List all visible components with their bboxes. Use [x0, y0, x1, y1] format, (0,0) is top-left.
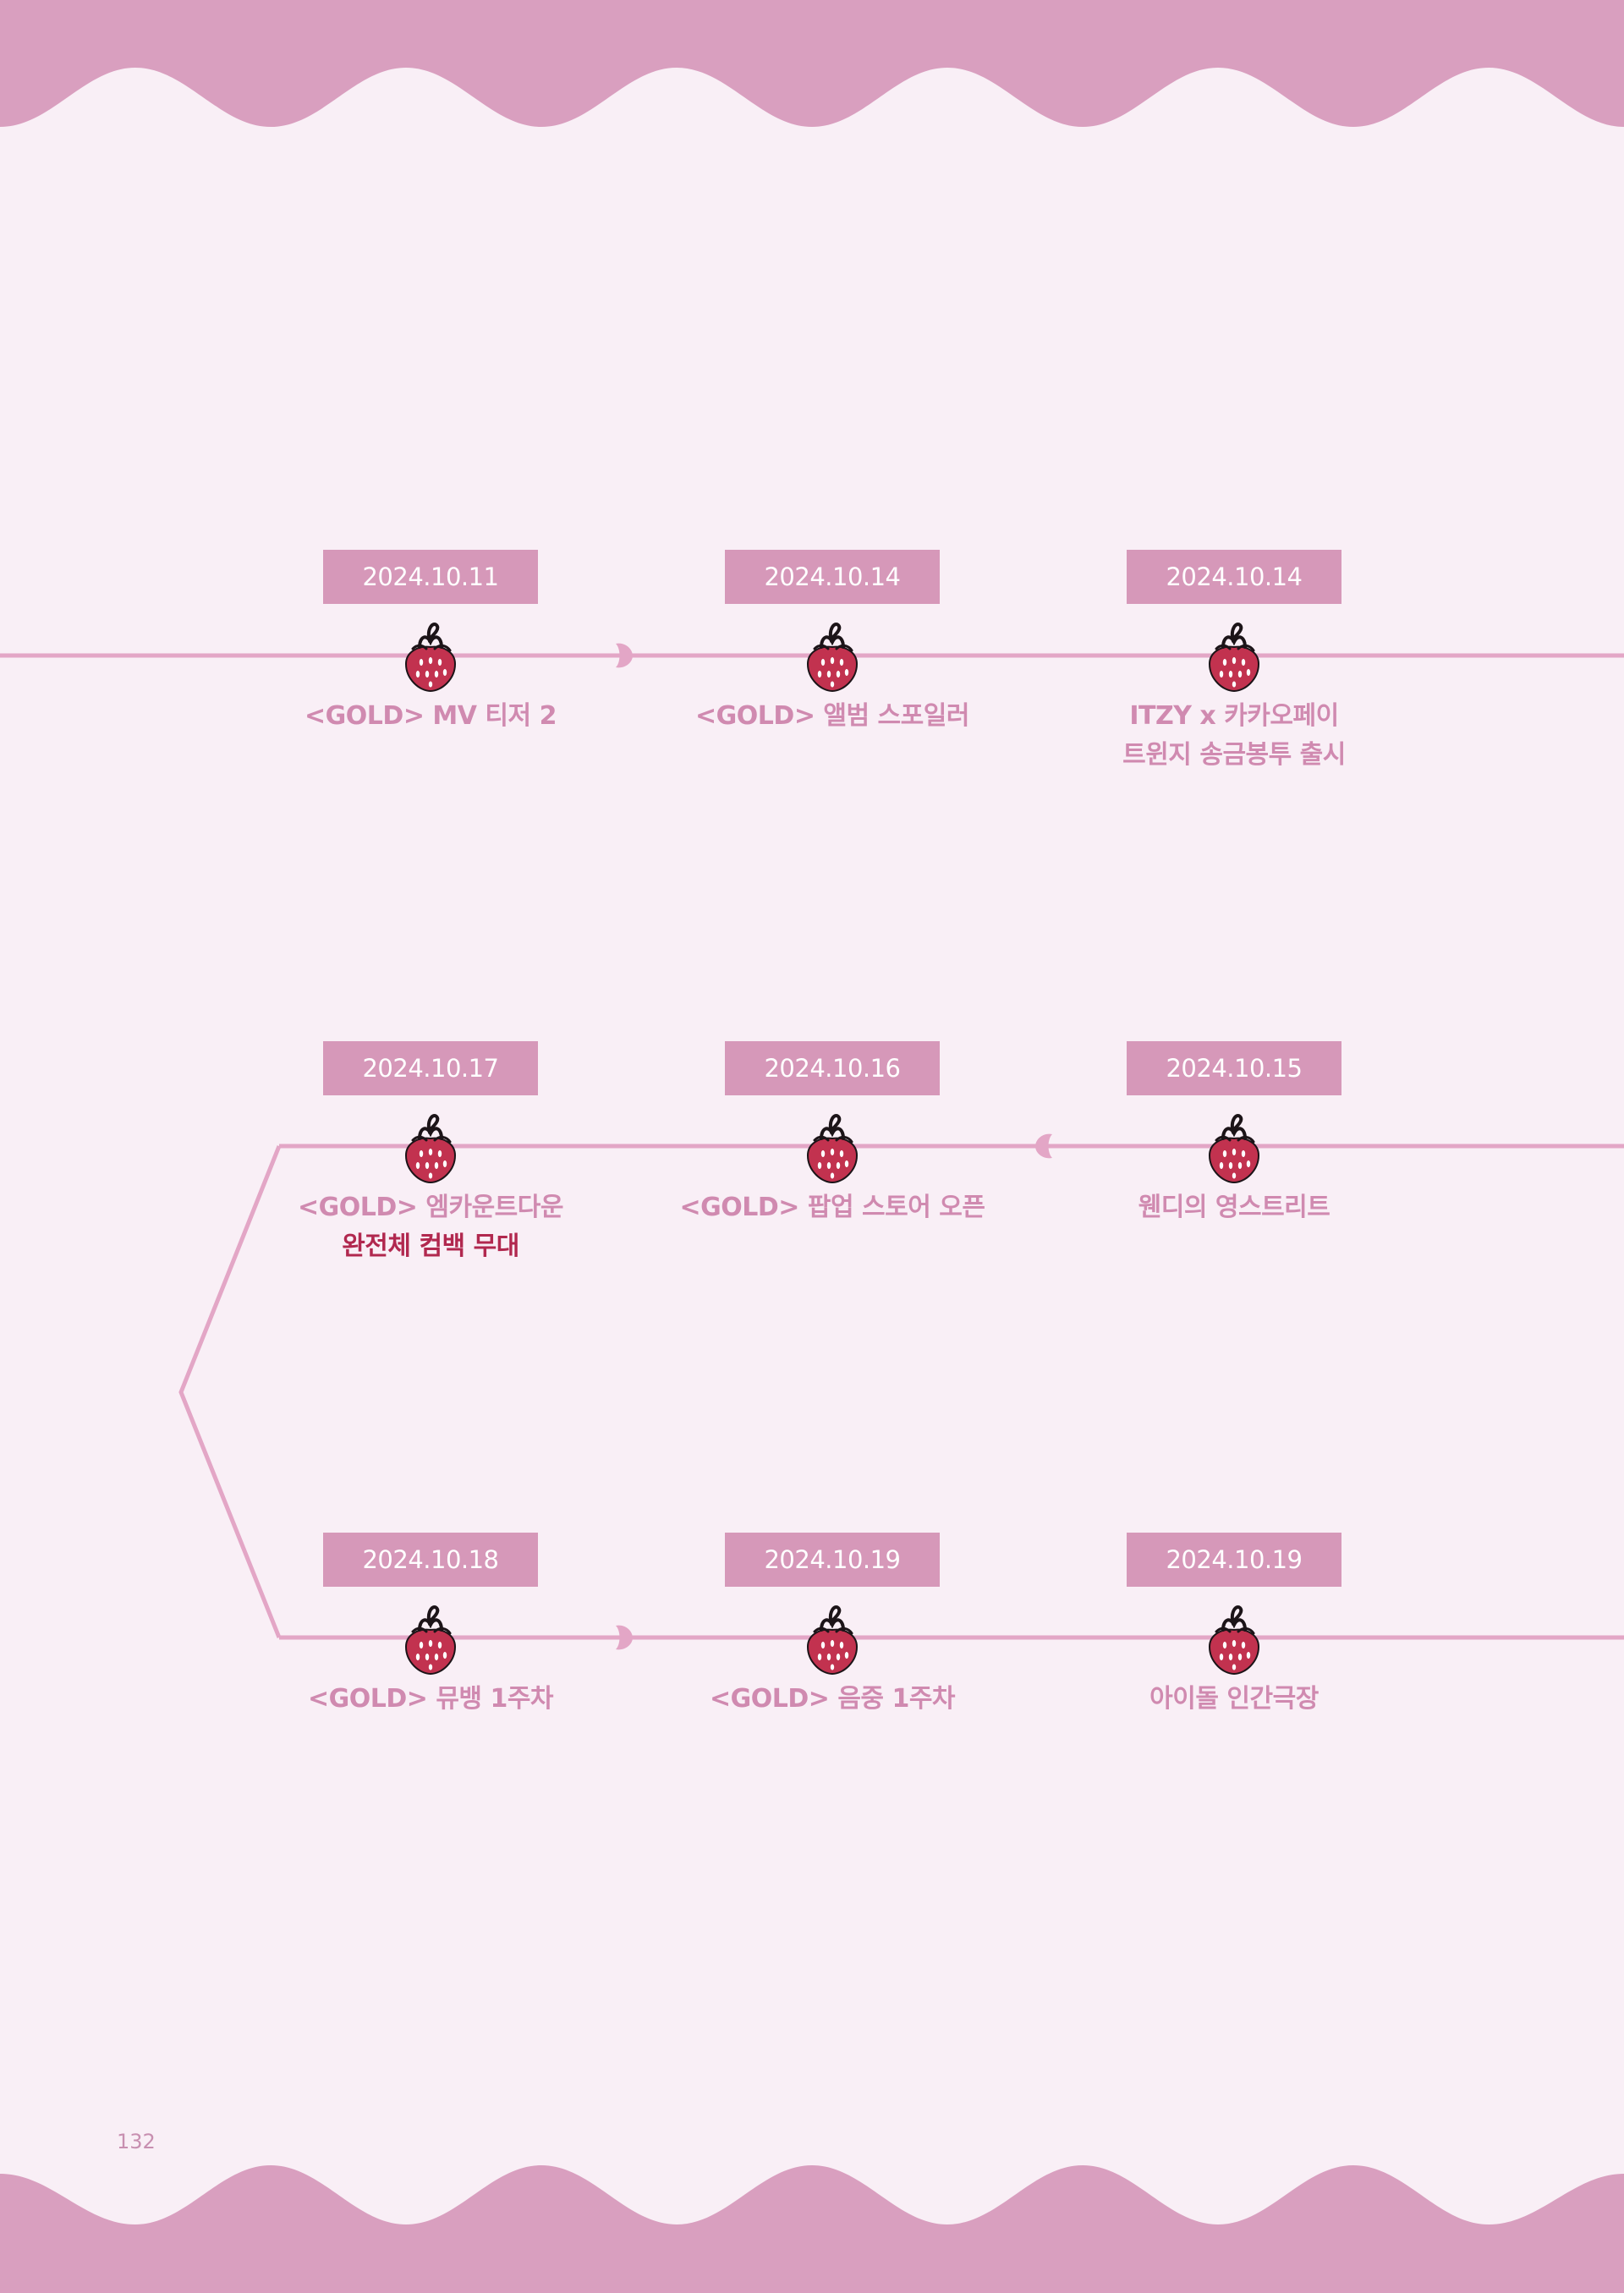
- event-caption-highlight: 완전체 컴백 무대: [342, 1232, 519, 1261]
- event-caption-line: <GOLD> 뮤뱅 1주차: [307, 1684, 554, 1714]
- heart-arrow-right-row3: [616, 1625, 638, 1650]
- heart-arrow-right-row1: [616, 643, 638, 668]
- event-caption: <GOLD> 앨범 스포일러: [655, 697, 1010, 736]
- strawberry-icon: [806, 1113, 859, 1184]
- event-caption: <GOLD> MV 티저 2: [253, 697, 608, 736]
- event-caption-line: 아이돌 인간극장: [1149, 1684, 1319, 1714]
- event-date-box: 2024.10.11: [323, 550, 538, 604]
- event-caption: <GOLD> 음중 1주차: [655, 1680, 1010, 1719]
- strawberry-icon: [806, 1605, 859, 1676]
- event-caption: <GOLD> 엠카운트다운 완전체 컴백 무대: [253, 1188, 608, 1266]
- event-caption-line: ITZY x 카카오페이: [1129, 701, 1339, 731]
- event-caption: 아이돌 인간극장: [1056, 1680, 1412, 1719]
- bottom-wave-band: [0, 2165, 1624, 2293]
- event-caption: 웬디의 영스트리트: [1056, 1188, 1412, 1227]
- event-date-box: 2024.10.19: [725, 1533, 940, 1587]
- event-caption: <GOLD> 뮤뱅 1주차: [253, 1680, 608, 1719]
- event-date-box: 2024.10.17: [323, 1041, 538, 1095]
- strawberry-icon: [404, 1113, 457, 1184]
- event-date-box: 2024.10.14: [725, 550, 940, 604]
- event-date-box: 2024.10.16: [725, 1041, 940, 1095]
- strawberry-icon: [404, 622, 457, 693]
- event-caption: ITZY x 카카오페이 트윈지 송금봉투 출시: [1056, 697, 1412, 775]
- event-caption-line: <GOLD> MV 티저 2: [304, 701, 557, 731]
- timeline-bend: [178, 1145, 282, 1638]
- event-caption-line: <GOLD> 엠카운트다운: [298, 1193, 563, 1222]
- event-caption-line: 웬디의 영스트리트: [1138, 1193, 1330, 1222]
- event-date-box: 2024.10.14: [1127, 550, 1341, 604]
- event-caption-line: 트윈지 송금봉투 출시: [1122, 740, 1346, 770]
- event-date-box: 2024.10.18: [323, 1533, 538, 1587]
- strawberry-icon: [806, 622, 859, 693]
- event-caption-line: <GOLD> 음중 1주차: [709, 1684, 956, 1714]
- event-date-box: 2024.10.15: [1127, 1041, 1341, 1095]
- strawberry-icon: [1208, 1113, 1260, 1184]
- event-caption-line: <GOLD> 팝업 스토어 오픈: [679, 1193, 985, 1222]
- strawberry-icon: [1208, 622, 1260, 693]
- top-wave-band: [0, 0, 1624, 127]
- event-caption-line: <GOLD> 앨범 스포일러: [695, 701, 969, 731]
- strawberry-icon: [404, 1605, 457, 1676]
- strawberry-icon: [1208, 1605, 1260, 1676]
- page-number: 132: [117, 2130, 156, 2153]
- heart-arrow-left-row2: [1030, 1133, 1052, 1159]
- event-date-box: 2024.10.19: [1127, 1533, 1341, 1587]
- event-caption: <GOLD> 팝업 스토어 오픈: [655, 1188, 1010, 1227]
